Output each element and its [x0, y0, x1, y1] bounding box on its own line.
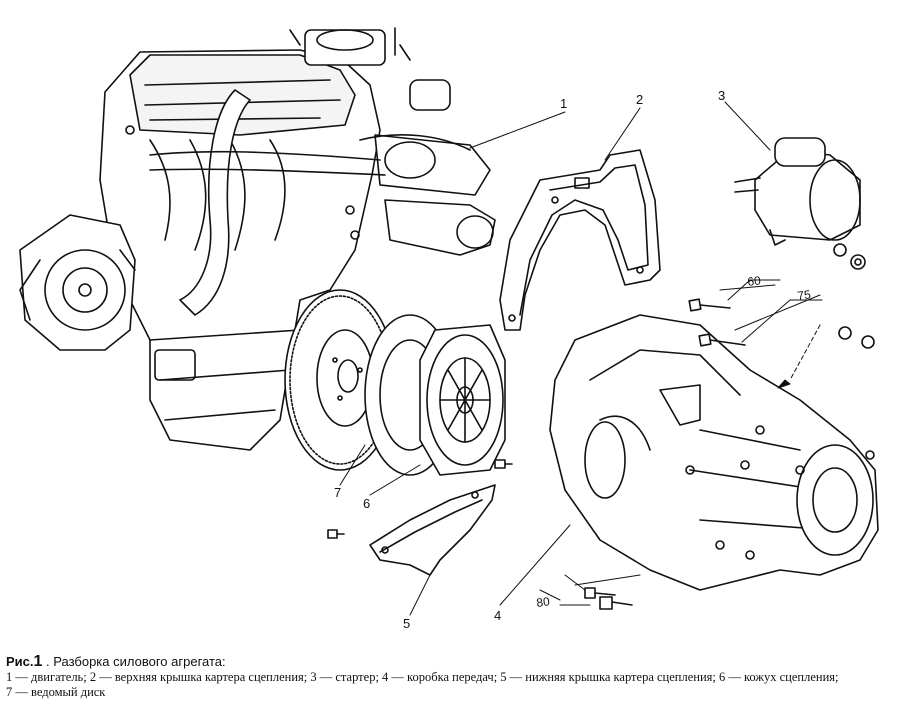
engine-illustration: [19, 27, 496, 451]
callout-3: 3: [718, 88, 725, 103]
callout-1: 1: [560, 96, 567, 111]
callout-6: 6: [363, 496, 370, 511]
upper-clutch-cover-illustration: [499, 149, 661, 331]
figure-caption: Рис.1 . Разборка силового агрегата: 1 — …: [6, 654, 899, 700]
starter-illustration: [734, 137, 866, 270]
clutch-cover-illustration: [419, 324, 506, 476]
upper-bolts-illustration: [688, 298, 875, 349]
lower-bolts-illustration: [584, 587, 633, 610]
caption-heading: Рис.1 . Разборка силового агрегата:: [6, 654, 899, 670]
callout-2: 2: [636, 92, 643, 107]
callout-leaders: [339, 101, 771, 616]
power-unit-exploded-drawing: 1 2 3 4 5 6 7 60 75 80: [19, 27, 879, 631]
dimension-label-75: 75: [796, 287, 811, 303]
lower-clutch-cover-illustration: [369, 484, 496, 576]
figure-legend-line-1: 1 — двигатель; 2 — верхняя крышка картер…: [6, 670, 839, 684]
callout-7: 7: [334, 485, 341, 500]
figure-number: 1: [33, 653, 43, 670]
dimension-label-80: 80: [535, 594, 550, 610]
loose-bolts-illustration: [327, 459, 513, 539]
callout-5: 5: [403, 616, 410, 631]
figure-title: Разборка силового агрегата:: [53, 654, 226, 669]
dimension-lines: [539, 279, 823, 606]
figure-label: Рис.: [6, 654, 34, 669]
dimension-label-60: 60: [746, 273, 761, 289]
callout-4: 4: [494, 608, 501, 623]
figure-separator: .: [42, 654, 54, 669]
figure-legend-line-2: 7 — ведомый диск: [6, 685, 106, 699]
gearbox-illustration: [549, 314, 879, 591]
